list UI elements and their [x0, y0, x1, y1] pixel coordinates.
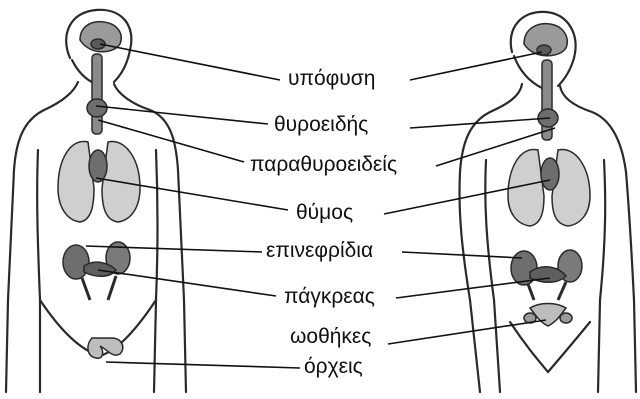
male-left-kidney	[63, 245, 89, 279]
male-left-arm-inner	[37, 150, 40, 392]
label-pituitary: υπόφυση	[288, 68, 375, 89]
female-right-ovary	[560, 313, 572, 323]
male-thyroid	[87, 99, 107, 117]
female-right-arm-inner	[598, 160, 605, 392]
female-pituitary	[537, 45, 551, 55]
leader-left-thyroid	[96, 106, 268, 124]
male-left-lung	[58, 142, 94, 222]
female-left-arm-inner	[485, 160, 500, 392]
male-thymus	[89, 150, 107, 182]
male-right-side	[114, 84, 186, 392]
label-adrenal: επινεφρίδια	[266, 240, 373, 261]
label-testes: όρχεις	[304, 356, 363, 377]
leader-left-pancreas	[98, 270, 276, 296]
label-thymus: θύμος	[296, 202, 353, 223]
female-ureters	[528, 282, 566, 300]
female-trachea	[542, 60, 552, 140]
male-trachea	[92, 54, 102, 134]
male-testes	[88, 338, 123, 358]
label-pancreas: πάγκρεας	[284, 286, 375, 307]
male-ureters	[82, 276, 116, 300]
label-parathyroid: παραθυροειδείς	[250, 154, 397, 175]
leader-right-pituitary	[410, 52, 542, 80]
leader-left-testes	[106, 362, 300, 368]
male-right-arm-inner	[154, 150, 158, 392]
leader-right-adrenal	[402, 252, 522, 258]
label-thyroid: θυροειδής	[274, 114, 368, 135]
female-jaw	[514, 56, 542, 88]
female-groin	[510, 322, 590, 372]
female-thymus	[541, 158, 559, 190]
male-organs	[58, 22, 140, 359]
leader-right-pancreas	[396, 278, 550, 298]
female-left-side	[459, 84, 522, 392]
female-right-lung	[552, 150, 590, 226]
label-ovaries: ωοθήκες	[290, 326, 371, 347]
male-left-side	[6, 82, 78, 392]
